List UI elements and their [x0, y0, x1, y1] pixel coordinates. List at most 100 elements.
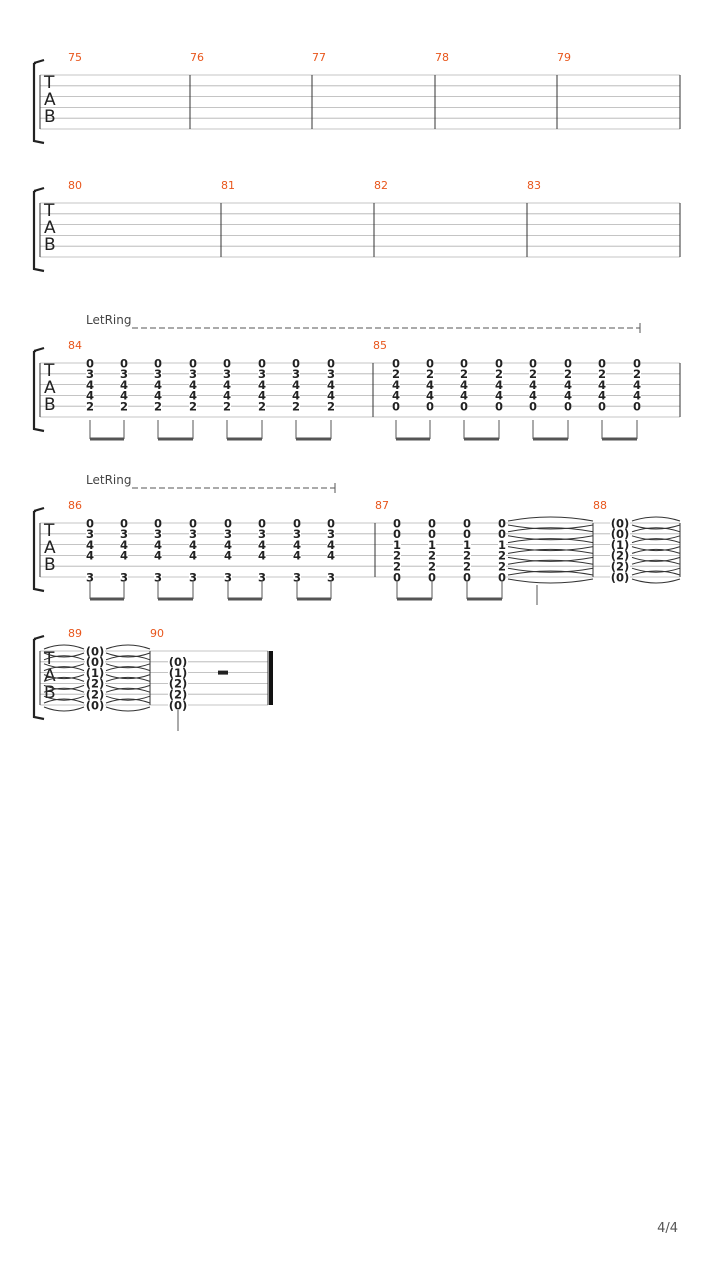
- tie-arc: [43, 695, 85, 701]
- fret-number: 3: [293, 527, 301, 541]
- fret-bg: [223, 401, 231, 412]
- fret-number: 4: [258, 378, 266, 392]
- fret-number: 0: [529, 356, 537, 370]
- fret-bg: [168, 689, 188, 700]
- fret-number: 0: [495, 400, 503, 414]
- fret-number: 3: [224, 570, 232, 584]
- fret-number: 4: [633, 389, 641, 403]
- fret-bg: [120, 572, 128, 582]
- fret-number: 4: [86, 389, 94, 403]
- fret-number: 0: [189, 516, 197, 530]
- system-bracket-top: [33, 58, 45, 65]
- fret-number: 0: [460, 400, 468, 414]
- fret-bg: [86, 539, 94, 550]
- fret-number: 2: [498, 549, 506, 563]
- tie-arc: [631, 578, 681, 584]
- fret-bg: [293, 518, 301, 528]
- fret-bg: [460, 368, 468, 379]
- fret-number: 0: [120, 356, 128, 370]
- fret-bg: [610, 561, 630, 572]
- fret-number: 0: [327, 516, 335, 530]
- tab-clef-letter: T: [43, 201, 55, 221]
- fret-bg: [86, 379, 94, 390]
- system-bracket-top: [33, 346, 45, 353]
- fret-bg: [120, 401, 128, 412]
- tab-clef-letter: A: [44, 90, 56, 110]
- fret-number: (2): [169, 677, 188, 691]
- fret-number: 0: [498, 527, 506, 541]
- fret-bg: [154, 379, 162, 390]
- fret-number: 0: [86, 516, 94, 530]
- fret-number: 4: [292, 378, 300, 392]
- fret-number: 0: [498, 516, 506, 530]
- fret-number: 4: [327, 538, 335, 552]
- fret-number: 0: [598, 356, 606, 370]
- fret-bg: [463, 561, 471, 572]
- tab-clef-letter: B: [44, 235, 56, 255]
- fret-bg: [327, 550, 335, 561]
- tie-arc: [43, 644, 85, 650]
- fret-number: 0: [224, 516, 232, 530]
- fret-number: 2: [392, 367, 400, 381]
- fret-number: 2: [393, 560, 401, 574]
- fret-bg: [463, 550, 471, 561]
- fret-bg: [293, 539, 301, 550]
- tie-arc: [631, 567, 681, 573]
- fret-number: 3: [189, 570, 197, 584]
- fret-number: 0: [189, 356, 197, 370]
- fret-number: 0: [426, 400, 434, 414]
- fret-bg: [168, 700, 188, 710]
- fret-bg: [610, 539, 630, 550]
- fret-number: 0: [393, 516, 401, 530]
- fret-number: 0: [426, 356, 434, 370]
- measure-number: 76: [190, 51, 204, 64]
- fret-number: 4: [154, 378, 162, 392]
- tie-arc: [631, 538, 681, 544]
- tie-arc: [105, 687, 151, 693]
- fret-number: 0: [258, 356, 266, 370]
- fret-number: 0: [463, 516, 471, 530]
- fret-bg: [428, 572, 436, 582]
- fret-bg: [610, 528, 630, 539]
- fret-number: 0: [86, 356, 94, 370]
- fret-bg: [610, 572, 630, 582]
- fret-bg: [292, 390, 300, 401]
- fret-bg: [498, 572, 506, 582]
- fret-bg: [327, 368, 335, 379]
- fret-number: 4: [86, 538, 94, 552]
- fret-bg: [327, 390, 335, 401]
- fret-bg: [224, 528, 232, 539]
- fret-bg: [428, 528, 436, 539]
- tie-arc: [105, 684, 151, 690]
- rest-mark: [218, 670, 228, 675]
- tie-arc: [507, 559, 594, 565]
- fret-bg: [327, 401, 335, 412]
- fret-bg: [495, 390, 503, 401]
- tie-arc: [105, 666, 151, 672]
- fret-bg: [426, 379, 434, 390]
- fret-number: 4: [292, 389, 300, 403]
- fret-number: 2: [633, 367, 641, 381]
- fret-number: 0: [154, 516, 162, 530]
- fret-bg: [168, 667, 188, 678]
- tie-arc: [631, 516, 681, 522]
- fret-number: 4: [189, 378, 197, 392]
- measure-number: 82: [374, 179, 388, 192]
- fret-bg: [86, 358, 94, 368]
- tab-clef-letter: B: [44, 683, 56, 703]
- fret-bg: [189, 379, 197, 390]
- fret-bg: [258, 528, 266, 539]
- tie-arc: [507, 535, 594, 541]
- fret-number: 2: [327, 400, 335, 414]
- fret-bg: [223, 368, 231, 379]
- fret-bg: [120, 518, 128, 528]
- fret-number: 3: [258, 527, 266, 541]
- fret-bg: [495, 358, 503, 368]
- fret-bg: [292, 368, 300, 379]
- tab-clef-letter: A: [44, 666, 56, 686]
- fret-number: (0): [86, 698, 105, 712]
- tie-arc: [43, 674, 85, 680]
